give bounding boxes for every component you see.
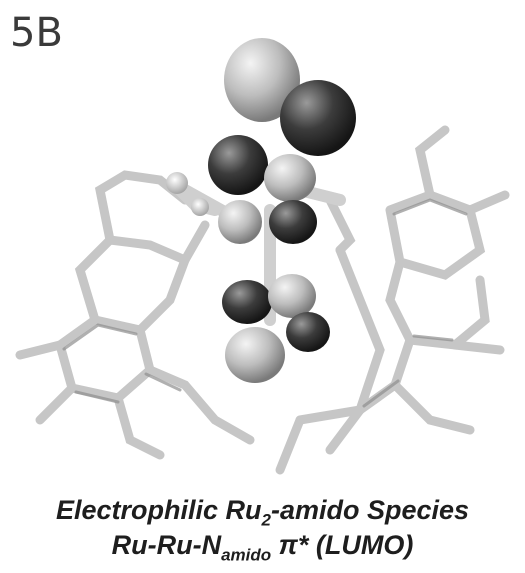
lobe-low-dark-right	[286, 312, 330, 352]
lobe-bottom-light	[225, 327, 285, 383]
lobe-low-dark-left	[222, 280, 272, 324]
lobe-low-light-right	[268, 274, 316, 318]
right-aryl-shading	[362, 198, 468, 408]
molecular-orbital-rendering	[15, 38, 510, 475]
caption-line-2: Ru-Ru-Namido π* (LUMO)	[111, 530, 414, 565]
figure-label: 5B	[10, 10, 63, 56]
lobe-mid-light-left	[218, 200, 262, 244]
lobe-top-light	[224, 38, 300, 122]
lobe-mid-light-right	[264, 154, 316, 202]
caption-line-1: Electrophilic Ru2-amido Species	[55, 495, 470, 530]
left-aryl-shading	[62, 323, 182, 404]
lobe-top-dark	[280, 80, 356, 156]
amido-substituent	[166, 172, 221, 216]
left-aryl-framework	[15, 170, 255, 460]
lobe-mid-dark-left	[208, 135, 268, 195]
lumo-lobes	[208, 38, 356, 383]
lobe-mid-dark-right	[269, 200, 317, 244]
